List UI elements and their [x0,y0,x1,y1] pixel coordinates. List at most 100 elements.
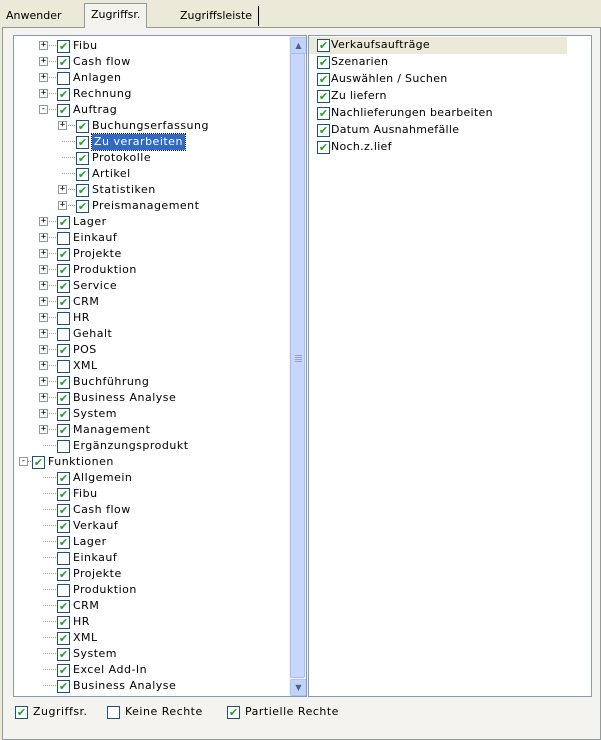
checkbox-checked[interactable]: ✔ [57,632,70,645]
checkbox-unchecked[interactable] [107,706,120,719]
collapse-icon[interactable]: - [39,104,48,114]
tree-item[interactable]: +✔Cash flow [14,54,287,70]
checkbox-checked[interactable]: ✔ [57,568,70,581]
tree-item[interactable]: +✔Buchungserfassung [14,118,287,134]
tree-item[interactable]: ✔Protokolle [14,150,287,166]
checkbox-checked[interactable]: ✔ [57,472,70,485]
checkbox-checked[interactable]: ✔ [227,706,240,719]
expand-icon[interactable]: + [58,120,67,130]
checkbox-unchecked[interactable] [57,440,70,453]
checkbox-checked[interactable]: ✔ [15,706,28,719]
tree-scrollbar[interactable]: ▲ ▼ [289,36,306,696]
tree-item[interactable]: ✔Verkauf [14,518,287,534]
tree-item[interactable]: +✔System [14,406,287,422]
checkbox-unchecked[interactable] [57,72,70,85]
scroll-down-button[interactable]: ▼ [290,679,306,696]
tree-item[interactable]: +✔Produktion [14,262,287,278]
tree-item[interactable]: +✔POS [14,342,287,358]
checkbox-checked[interactable]: ✔ [317,56,330,69]
checkbox-checked[interactable]: ✔ [317,124,330,137]
checkbox-checked[interactable]: ✔ [57,600,70,613]
expand-icon[interactable]: + [39,376,48,386]
scroll-up-button[interactable]: ▲ [290,37,306,54]
checkbox-checked[interactable]: ✔ [57,88,70,101]
checkbox-checked[interactable]: ✔ [76,136,89,149]
tree-item[interactable]: +✔Business Analyse [14,390,287,406]
tree-item[interactable]: +Anlagen [14,70,287,86]
checkbox-unchecked[interactable] [57,328,70,341]
tree-item[interactable]: +XML [14,358,287,374]
expand-icon[interactable]: + [39,408,48,418]
tree-item[interactable]: ✔Fibu [14,486,287,502]
tree-item[interactable]: +✔Projekte [14,246,287,262]
expand-icon[interactable]: + [39,296,48,306]
checkbox-checked[interactable]: ✔ [57,280,70,293]
expand-icon[interactable]: + [39,328,48,338]
tree-item[interactable]: ✔Cash flow [14,502,287,518]
checkbox-checked[interactable]: ✔ [76,200,89,213]
checkbox-checked[interactable]: ✔ [57,264,70,277]
checkbox-checked[interactable]: ✔ [57,56,70,69]
expand-icon[interactable]: + [58,200,67,210]
checkbox-checked[interactable]: ✔ [57,520,70,533]
tree-item[interactable]: ✔Projekte [14,566,287,582]
tree-item[interactable]: ✔CRM [14,598,287,614]
tree-item[interactable]: ✔Zu verarbeiten [14,133,287,151]
tree-item[interactable]: ✔Artikel [14,166,287,182]
expand-icon[interactable]: + [39,88,48,98]
checkbox-checked[interactable]: ✔ [317,73,330,86]
tree-item[interactable]: -✔Funktionen [14,454,287,470]
checkbox-checked[interactable]: ✔ [57,664,70,677]
checkbox-checked[interactable]: ✔ [57,296,70,309]
tree-item[interactable]: +✔Rechnung [14,86,287,102]
tree-item[interactable]: +✔Management [14,422,287,438]
checkbox-checked[interactable]: ✔ [317,90,330,103]
checkbox-checked[interactable]: ✔ [57,376,70,389]
expand-icon[interactable]: + [39,344,48,354]
expand-icon[interactable]: + [39,216,48,226]
list-item[interactable]: ✔Nachlieferungen bearbeiten [309,105,567,122]
tree-item[interactable]: +✔Fibu [14,38,287,54]
checkbox-checked[interactable]: ✔ [57,408,70,421]
tree-item[interactable]: ✔Excel Add-In [14,662,287,678]
checkbox-unchecked[interactable] [57,584,70,597]
checkbox-checked[interactable]: ✔ [317,141,330,154]
checkbox-checked[interactable]: ✔ [57,344,70,357]
tree-item[interactable]: Ergänzungsprodukt [14,438,287,454]
checkbox-unchecked[interactable] [57,552,70,565]
checkbox-unchecked[interactable] [57,232,70,245]
expand-icon[interactable]: + [39,56,48,66]
expand-icon[interactable]: + [39,40,48,50]
checkbox-checked[interactable]: ✔ [32,456,45,469]
expand-icon[interactable]: + [39,360,48,370]
tree-item[interactable]: ✔System [14,646,287,662]
tree-item[interactable]: +HR [14,310,287,326]
checkbox-checked[interactable]: ✔ [76,152,89,165]
expand-icon[interactable]: + [58,184,67,194]
tree-item[interactable]: Produktion [14,582,287,598]
checkbox-checked[interactable]: ✔ [57,40,70,53]
tree-item[interactable]: Einkauf [14,550,287,566]
tab-anwender[interactable]: Anwender [0,6,68,26]
checkbox-unchecked[interactable] [57,360,70,373]
tree-item[interactable]: +✔Lager [14,214,287,230]
checkbox-checked[interactable]: ✔ [57,504,70,517]
checkbox-checked[interactable]: ✔ [57,248,70,261]
checkbox-checked[interactable]: ✔ [76,120,89,133]
checkbox-checked[interactable]: ✔ [317,39,330,52]
tree-item[interactable]: +✔Service [14,278,287,294]
expand-icon[interactable]: + [39,264,48,274]
checkbox-checked[interactable]: ✔ [317,107,330,120]
expand-icon[interactable]: + [39,424,48,434]
list-item[interactable]: ✔Szenarien [309,54,567,71]
expand-icon[interactable]: + [39,312,48,322]
tree-item[interactable]: +Einkauf [14,230,287,246]
list-item[interactable]: ✔Auswählen / Suchen [309,71,567,88]
list-item[interactable]: ✔Zu liefern [309,88,567,105]
tab-zugriffsleiste[interactable]: Zugriffsleiste [174,6,260,26]
tree-item[interactable]: +Gehalt [14,326,287,342]
checkbox-checked[interactable]: ✔ [57,392,70,405]
checkbox-checked[interactable]: ✔ [57,424,70,437]
tree-item[interactable]: ✔XML [14,630,287,646]
checkbox-checked[interactable]: ✔ [76,168,89,181]
